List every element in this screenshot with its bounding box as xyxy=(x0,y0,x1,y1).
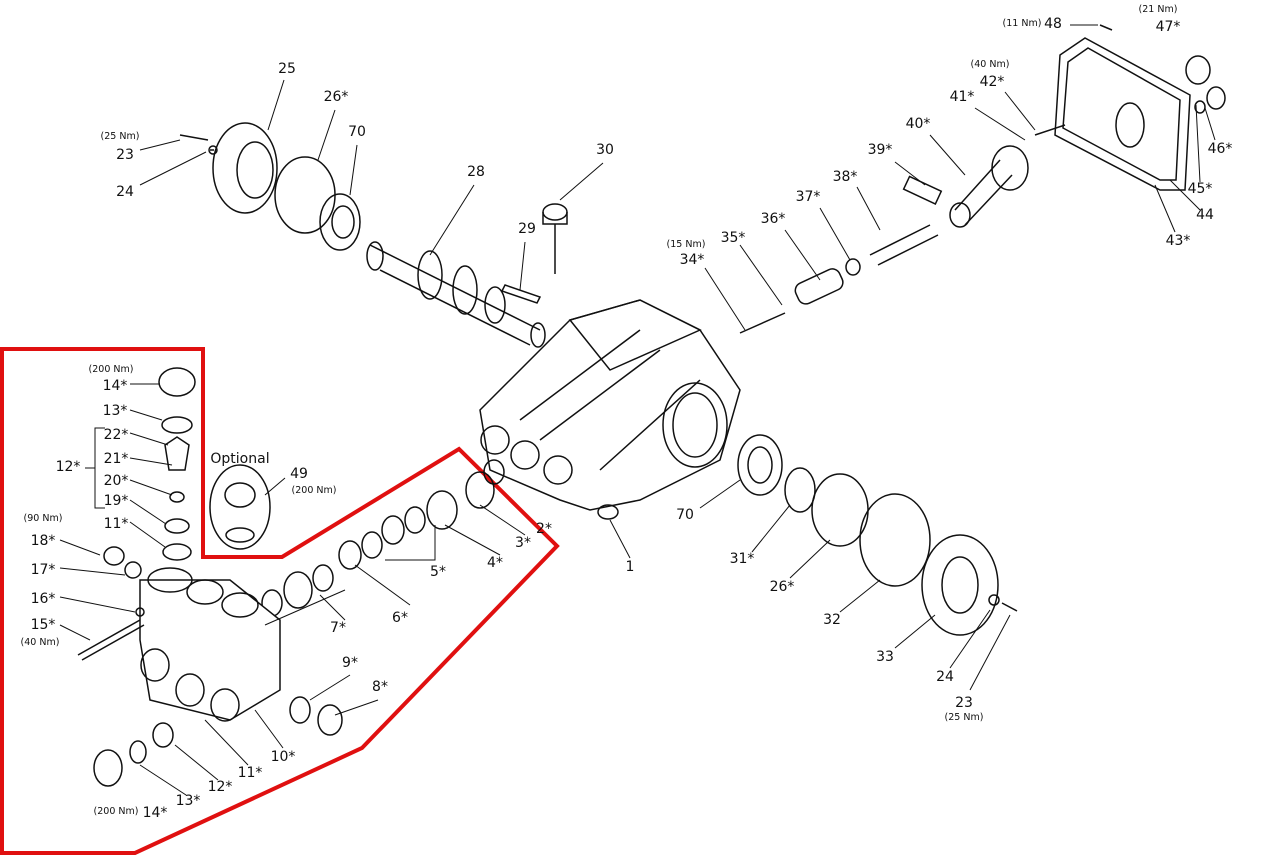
seal-6 xyxy=(338,540,362,570)
torque-label: (200 Nm) xyxy=(93,806,139,818)
manifold-highlight-outline xyxy=(0,347,560,855)
part-number-label: 70 xyxy=(676,507,694,524)
crankshaft xyxy=(366,241,546,348)
part-number-label: 30 xyxy=(596,142,614,159)
part-number-label: 10* xyxy=(270,749,296,766)
part-number-label: 2* xyxy=(536,521,552,538)
part-number-label: 47* xyxy=(1155,19,1181,36)
part-number-label: 48 xyxy=(1044,16,1062,33)
part-number-label: 18* xyxy=(30,533,56,550)
part-number-label: 14* xyxy=(102,378,128,395)
flange-33 xyxy=(921,534,999,636)
part-number-label: 3* xyxy=(515,535,531,552)
part-number-label: 11* xyxy=(103,516,129,533)
part-number-label: 12* xyxy=(207,779,233,796)
plunger-38 xyxy=(869,224,939,266)
part-number-label: 11* xyxy=(237,765,263,782)
torque-label: (40 Nm) xyxy=(20,637,60,649)
part-number-label: 8* xyxy=(372,679,388,696)
bearing-70-top xyxy=(319,193,361,251)
torque-label: (21 Nm) xyxy=(1138,4,1178,16)
part-number-label: 21* xyxy=(103,451,129,468)
part-number-label: 28 xyxy=(467,164,485,181)
part-number-label: 40* xyxy=(905,116,931,133)
part-number-label: 1 xyxy=(625,559,635,576)
part-number-label: 7* xyxy=(330,620,346,637)
part-number-label: 24 xyxy=(116,184,134,201)
part-number-label: 9* xyxy=(342,655,358,672)
part-number-label: 24 xyxy=(936,669,954,686)
optional-label: Optional xyxy=(210,451,270,468)
rear-cover-44 xyxy=(1054,37,1191,191)
part-number-label: 17* xyxy=(30,562,56,579)
plug-47 xyxy=(1185,55,1211,85)
part-number-label: 23 xyxy=(955,695,973,712)
part-number-label: 12* xyxy=(55,459,81,476)
part-number-label: 34* xyxy=(679,252,705,269)
part-number-label: 4* xyxy=(487,555,503,572)
part-number-label: 42* xyxy=(979,74,1005,91)
part-number-label: 45* xyxy=(1187,181,1213,198)
part-number-label: 19* xyxy=(103,493,129,510)
part-number-label: 46* xyxy=(1207,141,1233,158)
seal-4 xyxy=(426,490,458,530)
part-number-label: 41* xyxy=(949,89,975,106)
part-number-label: 6* xyxy=(392,610,408,627)
part-number-label: 70 xyxy=(348,124,366,141)
part-number-label: 16* xyxy=(30,591,56,608)
part-number-label: 29 xyxy=(518,221,536,238)
part-number-label: 32 xyxy=(823,612,841,629)
part-number-label: 39* xyxy=(867,142,893,159)
seal-3 xyxy=(465,471,495,509)
part-number-label: 15* xyxy=(30,617,56,634)
key-29 xyxy=(500,284,542,304)
gasket-32 xyxy=(859,493,931,587)
part-number-label: 38* xyxy=(832,169,858,186)
torque-label: (11 Nm) xyxy=(1002,18,1042,30)
torque-label: (25 Nm) xyxy=(944,712,984,724)
part-number-label: 31* xyxy=(729,551,755,568)
part-number-label: 13* xyxy=(175,793,201,810)
seal-26-top xyxy=(274,156,336,234)
bolt-34 xyxy=(739,312,786,334)
part-number-label: 14* xyxy=(142,805,168,822)
part-number-label: 33 xyxy=(876,649,894,666)
part-number-label: 20* xyxy=(103,473,129,490)
part-number-label: 26* xyxy=(769,579,795,596)
part-number-label: 13* xyxy=(102,403,128,420)
bearing-70-bottom xyxy=(737,434,783,496)
torque-label: (200 Nm) xyxy=(291,485,337,497)
part-number-label: 35* xyxy=(720,230,746,247)
oil-cap-30 xyxy=(542,203,568,274)
flange-25 xyxy=(212,122,278,214)
seal-31 xyxy=(784,467,816,513)
part-number-label: 26* xyxy=(323,89,349,106)
part-number-label: 49 xyxy=(290,466,308,483)
connecting-rod-40 xyxy=(949,145,1029,228)
optional-part-bubble xyxy=(209,464,271,550)
part-number-label: 25 xyxy=(278,61,296,78)
plunger-36 xyxy=(794,268,844,305)
bolt-15 xyxy=(77,619,145,661)
pump-body xyxy=(479,299,741,520)
torque-label: (40 Nm) xyxy=(970,59,1010,71)
torque-label: (15 Nm) xyxy=(666,239,706,251)
pin-39 xyxy=(902,175,943,205)
part-number-label: 44 xyxy=(1196,207,1214,224)
valve-cap-14-top xyxy=(158,367,196,397)
part-number-label: 43* xyxy=(1165,233,1191,250)
part-number-label: 22* xyxy=(103,427,129,444)
manifold-10 xyxy=(139,567,281,722)
torque-label: (90 Nm) xyxy=(23,513,63,525)
part-number-label: 5* xyxy=(430,564,446,581)
part-number-label: 36* xyxy=(760,211,786,228)
torque-label: (200 Nm) xyxy=(88,364,134,376)
torque-label: (25 Nm) xyxy=(100,131,140,143)
part-number-label: 37* xyxy=(795,189,821,206)
part-number-label: 23 xyxy=(116,147,134,164)
